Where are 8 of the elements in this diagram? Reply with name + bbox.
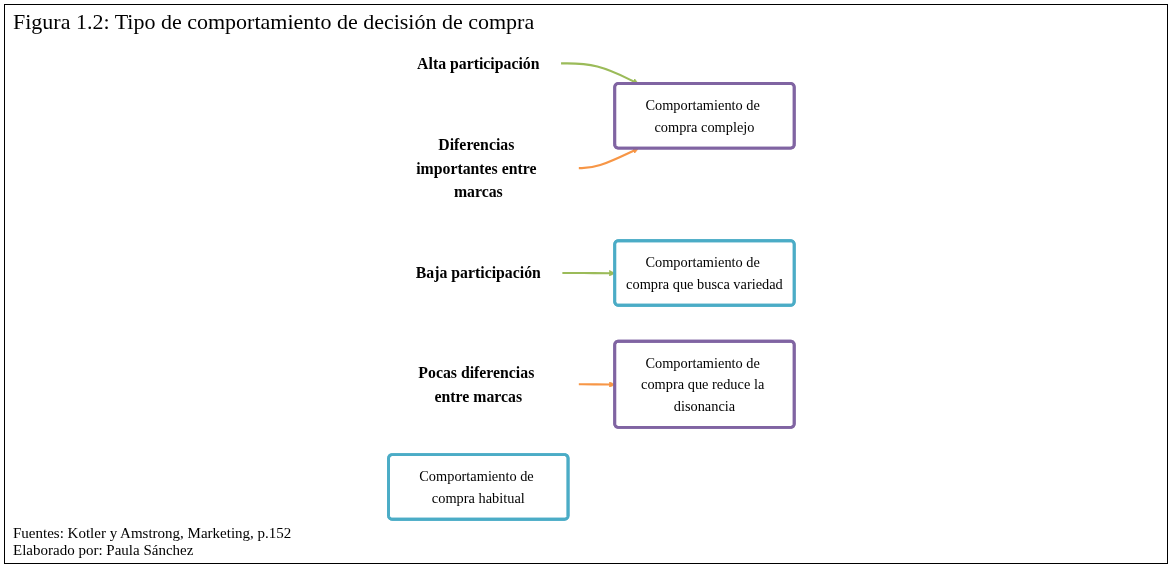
node-text: Pocas diferencias entre marcas <box>418 363 535 406</box>
node-text: Diferencias importantes entre marcas <box>416 135 537 201</box>
arrow <box>578 148 639 170</box>
node-text: Alta participación <box>417 54 540 73</box>
source-note: Elaborado por: Paula Sánchez <box>13 542 195 559</box>
figure-title: Figura 1.2: Tipo de comportamiento de decisión de compra <box>13 9 536 35</box>
node-text: Baja participación <box>415 264 541 282</box>
source-note: Fuentes: Kotler y Amstrong, Marketing, p.152 <box>13 525 293 542</box>
